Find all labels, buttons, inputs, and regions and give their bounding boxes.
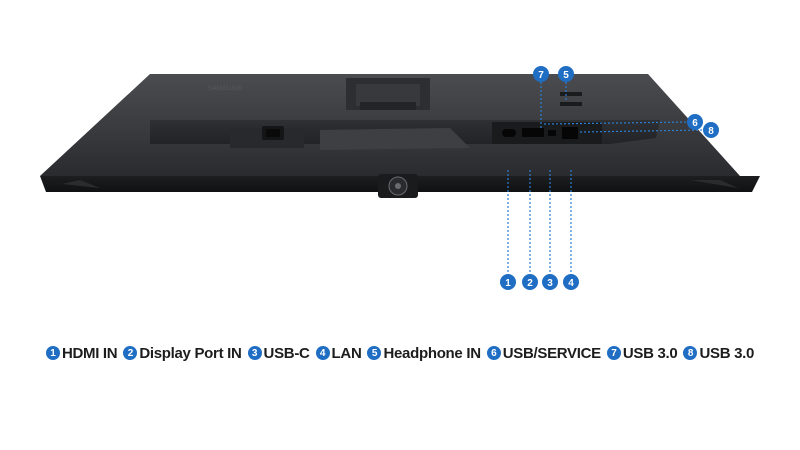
port-legend: 1 HDMI IN 2 Display Port IN 3 USB-C 4 LA… [0, 340, 800, 366]
legend-label: USB 3.0 [622, 344, 678, 362]
callout-1: 1 [500, 274, 516, 290]
legend-badge: 5 [367, 346, 382, 360]
legend-item-usb-service: 6 USB/SERVICE [486, 344, 601, 362]
legend-item-hdmi-in: 1 HDMI IN [45, 344, 118, 362]
legend-item-lan: 4 LAN [315, 344, 362, 362]
callout-5: 5 [558, 66, 574, 82]
svg-text:5: 5 [563, 70, 569, 81]
svg-text:8: 8 [708, 126, 714, 137]
joystick-control [378, 174, 418, 198]
legend-item-usb-c: 3 USB-C [247, 344, 310, 362]
callout-6: 6 [687, 114, 703, 130]
monitor-illustration: SAMSUNG [40, 66, 760, 290]
legend-label: USB 3.0 [699, 344, 755, 362]
callout-4: 4 [563, 274, 579, 290]
callout-7: 7 [533, 66, 549, 82]
vesa-mount [346, 78, 430, 110]
callout-leader-lines [507, 82, 705, 272]
legend-label: USB/SERVICE [502, 344, 601, 362]
legend-badge: 8 [683, 346, 698, 360]
svg-text:7: 7 [538, 70, 544, 81]
svg-text:3: 3 [547, 278, 553, 289]
side-ports [560, 92, 582, 106]
legend-item-usb-3-0-a: 7 USB 3.0 [606, 344, 678, 362]
usb-port [548, 130, 556, 136]
legend-badge: 2 [123, 346, 138, 360]
legend-label: LAN [331, 344, 362, 362]
legend-item-usb-3-0-b: 8 USB 3.0 [683, 345, 754, 362]
brand-label: SAMSUNG [208, 86, 242, 92]
svg-text:4: 4 [568, 278, 574, 289]
callout-2: 2 [522, 274, 538, 290]
legend-badge: 6 [486, 346, 501, 360]
legend-label: Headphone IN [383, 344, 481, 362]
port-cluster [492, 122, 602, 144]
svg-text:1: 1 [505, 278, 511, 289]
legend-item-displayport-in: 2 Display Port IN [123, 344, 242, 362]
callout-8: 8 [703, 122, 719, 138]
legend-label: Display Port IN [139, 344, 242, 362]
lan-port [562, 127, 578, 139]
svg-text:2: 2 [527, 278, 533, 289]
hdmi-port [522, 128, 544, 137]
legend-badge: 3 [247, 346, 262, 360]
callout-3: 3 [542, 274, 558, 290]
legend-badge: 1 [45, 346, 60, 360]
legend-item-headphone-in: 5 Headphone IN [367, 344, 481, 362]
power-port [262, 126, 284, 140]
legend-badge: 4 [315, 346, 330, 360]
legend-badge: 7 [606, 346, 621, 360]
svg-text:6: 6 [692, 118, 698, 129]
legend-label: HDMI IN [61, 344, 118, 362]
legend-label: USB-C [263, 344, 310, 362]
usb-c-port [502, 129, 516, 137]
